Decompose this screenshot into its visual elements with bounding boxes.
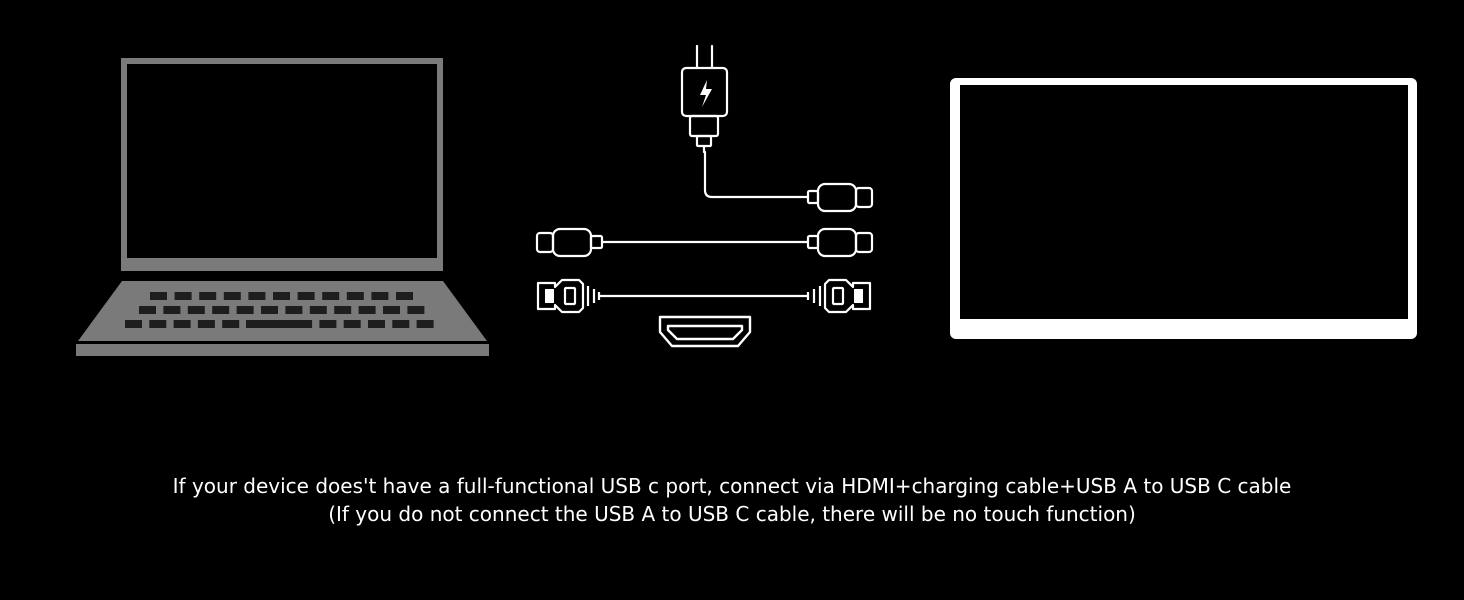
keyboard-key [125,320,142,328]
keyboard-key [319,320,337,328]
keyboard-key [383,306,400,314]
keyboard-key [199,292,217,300]
keyboard-key [150,292,167,300]
caption-line-1: If your device does't have a full-functi… [172,474,1292,498]
keyboard-key [261,306,278,314]
keyboard-key [346,292,364,300]
keyboard-key [187,306,205,314]
laptop-icon [76,58,489,356]
caption: If your device does't have a full-functi… [0,472,1464,528]
keyboard-key [139,306,156,314]
caption-line-2: (If you do not connect the USB A to USB … [328,502,1136,526]
keyboard-key [392,320,410,328]
keyboard-key [223,292,241,300]
keyboard-key [222,320,240,328]
keyboard-key [174,292,192,300]
usb-c-to-usb-c-cable-icon [535,227,874,258]
keyboard-key [371,292,389,300]
keyboard-key [322,292,340,300]
keyboard-key [368,320,385,328]
keyboard-key [163,306,181,314]
portable-monitor-icon [950,78,1417,339]
keyboard-key [416,320,434,328]
keyboard-key [173,320,191,328]
keyboard-key [285,306,303,314]
keyboard-key [309,306,327,314]
keyboard-spacebar [246,320,308,328]
hdmi-port-icon [658,315,752,348]
keyboard-key [358,306,376,314]
usb-a-to-usb-c-cable-icon [536,278,872,314]
keyboard-key [407,306,425,314]
keyboard-key [396,292,413,300]
keyboard-key [212,306,230,314]
charger-icon [680,44,874,213]
keyboard-key [343,320,361,328]
keyboard-key [149,320,167,328]
keyboard-key [334,306,352,314]
keyboard-key [197,320,215,328]
keyboard-key [273,292,290,300]
keyboard-key [248,292,266,300]
keyboard-key [236,306,254,314]
keyboard-key [297,292,315,300]
